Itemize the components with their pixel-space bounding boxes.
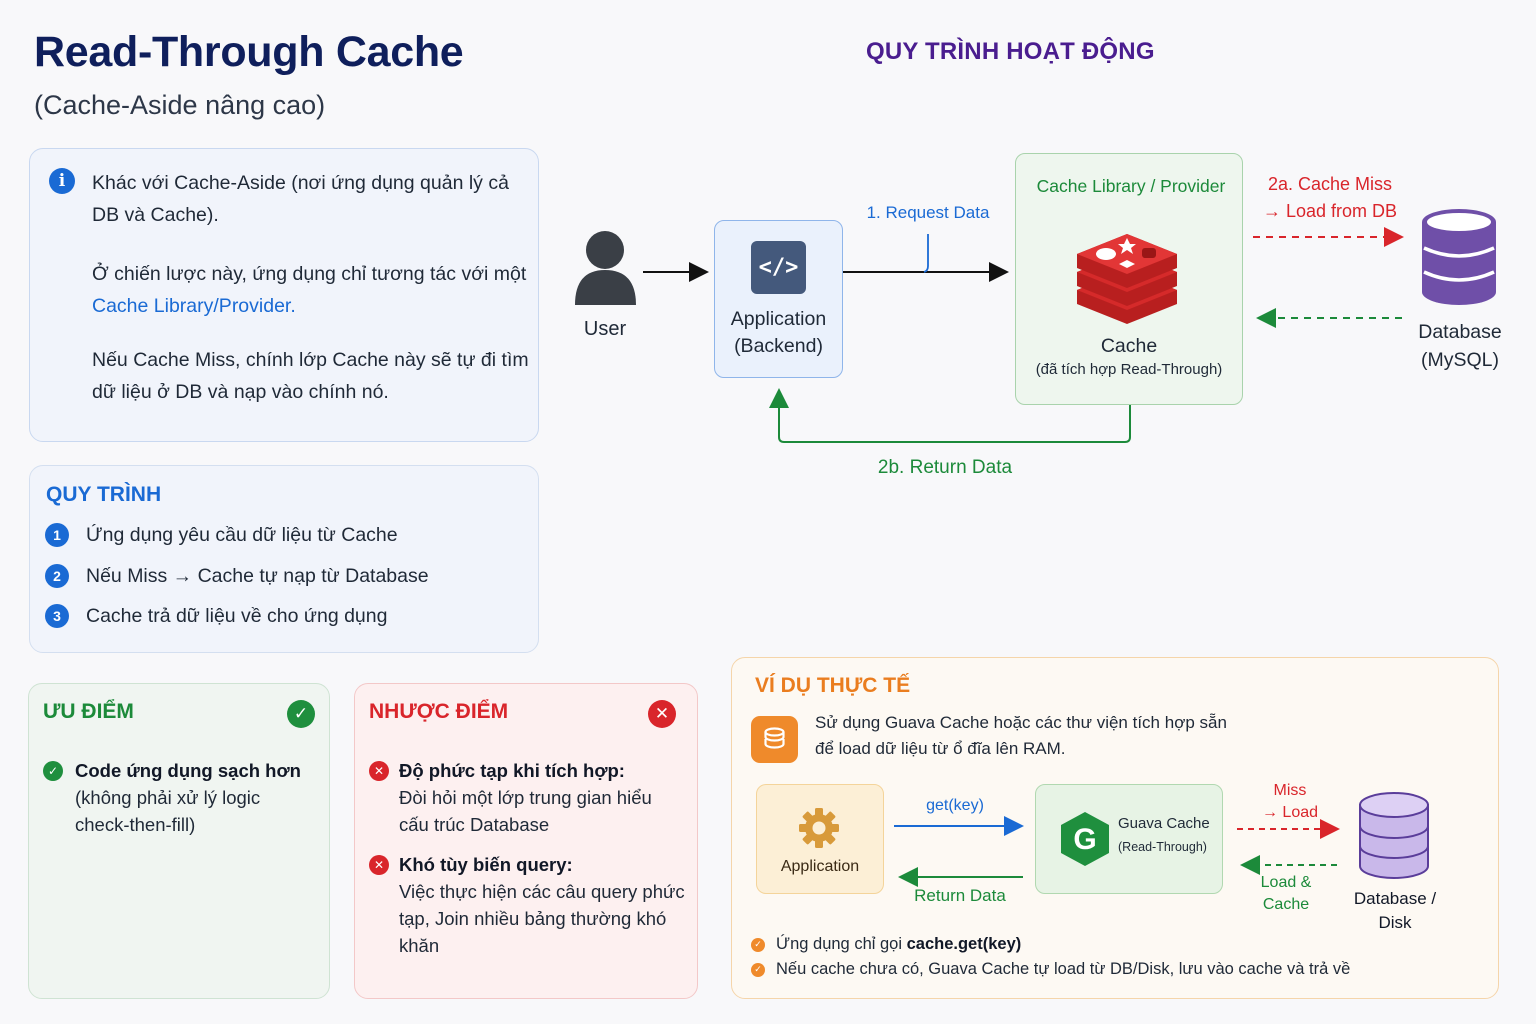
cache-sublabel: (đã tích hợp Read-Through)	[1035, 361, 1223, 378]
guava-cache-sublabel: (Read-Through)	[1118, 840, 1207, 854]
x-icon: ✕	[369, 761, 389, 781]
cache-label: Cache	[1100, 335, 1158, 357]
x-icon: ✕	[369, 855, 389, 875]
pros-item-text: (không phải xử lý logic check-then-fill)	[75, 787, 261, 835]
info-icon: i	[49, 168, 75, 194]
cons-card	[354, 683, 698, 999]
cache-miss-label: 2a. Cache Miss → Load from DB	[1255, 171, 1405, 225]
cons-item: Khó tùy biến query: Việc thực hiện các c…	[399, 851, 691, 959]
cache-miss-label-line-1: 2a. Cache Miss	[1267, 174, 1393, 194]
example-load-cache-label: Load & Cache	[1241, 872, 1331, 916]
guava-logo-icon: G	[1059, 810, 1111, 873]
return-data-label: 2b. Return Data	[877, 457, 1013, 478]
orange-check-icon: ✓	[751, 937, 765, 952]
guava-cache-title: Guava Cache	[1118, 815, 1210, 832]
step-item: 1 Ứng dụng yêu cầu dữ liệu từ Cache	[45, 523, 398, 547]
pros-item: Code ứng dụng sạch hơn (không phải xử lý…	[75, 757, 315, 838]
step-text: Ứng dụng yêu cầu dữ liệu từ Cache	[86, 523, 398, 546]
info-card	[29, 148, 539, 442]
steps-title: QUY TRÌNH	[46, 483, 162, 506]
example-load-label-line-1: Load &	[1260, 874, 1312, 891]
check-icon: ✓	[43, 761, 63, 781]
cache-library-link[interactable]: Cache Library/Provider.	[92, 295, 296, 317]
info-paragraph-2: Ở chiến lược này, ứng dụng chỉ tương tác…	[92, 258, 532, 322]
example-return-data-label: Return Data	[914, 886, 1006, 905]
request-label-leader	[923, 234, 929, 273]
flow-section-title: QUY TRÌNH HOẠT ĐỘNG	[866, 38, 1155, 65]
bullet-text-prefix: Ứng dụng chỉ gọi	[776, 935, 907, 953]
example-description-line-1: Sử dụng Guava Cache hoặc các thư viện tí…	[815, 713, 1227, 732]
example-description-line-2: để load dữ liệu từ ổ đĩa lên RAM.	[815, 739, 1066, 758]
get-key-label: get(key)	[926, 797, 984, 814]
example-miss-label: Miss → Load	[1245, 780, 1335, 824]
example-miss-label-line-1: Miss	[1273, 782, 1307, 799]
cons-item: Độ phức tạp khi tích hợp: Đòi hỏi một lớ…	[399, 757, 684, 838]
page-title: Read-Through Cache	[34, 28, 464, 76]
user-icon	[575, 231, 636, 305]
cons-item-title: Khó tùy biến query:	[399, 854, 573, 875]
application-label: Application (Backend)	[714, 306, 843, 360]
pros-card	[28, 683, 330, 999]
info-paragraph-1: Khác với Cache-Aside (nơi ứng dụng quản …	[92, 172, 509, 226]
step-number-badge: 1	[45, 523, 69, 547]
cons-item-title: Độ phức tạp khi tích hợp:	[399, 760, 625, 781]
example-database-label-line-2: Disk	[1378, 913, 1412, 932]
info-paragraph-3: Nếu Cache Miss, chính lớp Cache này sẽ t…	[92, 349, 529, 403]
database-label-line-2: (MySQL)	[1421, 349, 1499, 371]
step-text: Nếu Miss → Cache tự nạp từ Database	[86, 564, 429, 587]
guava-logo-letter: G	[1073, 823, 1096, 856]
example-bullet: ✓ Ứng dụng chỉ gọi cache.get(key)	[751, 935, 1021, 954]
step-text: Cache trả dữ liệu về cho ứng dụng	[86, 604, 388, 627]
application-label-line-2: (Backend)	[734, 335, 823, 357]
cache-provider-title: Cache Library / Provider	[1036, 176, 1226, 196]
database-icon	[1422, 209, 1496, 305]
info-paragraph-2-text: Ở chiến lược này, ứng dụng chỉ tương tác…	[92, 263, 527, 285]
example-bullet: ✓ Nếu cache chưa có, Guava Cache tự load…	[751, 960, 1350, 979]
application-label-line-1: Application	[730, 308, 827, 330]
gear-icon	[797, 806, 841, 855]
cons-item-text: Việc thực hiện các câu query phức tạp, J…	[399, 881, 685, 956]
example-database-label-line-1: Database /	[1353, 889, 1437, 908]
pros-item-title: Code ứng dụng sạch hơn	[75, 760, 301, 781]
step-number-badge: 3	[45, 604, 69, 628]
bullet-text-code: cache.get(key)	[906, 935, 1022, 953]
x-circle-icon: ✕	[648, 700, 676, 728]
check-circle-icon: ✓	[287, 700, 315, 728]
user-label: User	[583, 318, 627, 340]
example-title: VÍ DỤ THỰC TẾ	[755, 674, 911, 697]
database-label-line-1: Database	[1418, 321, 1502, 343]
example-load-label-line-2: Cache	[1262, 896, 1310, 913]
pros-title: ƯU ĐIỂM	[43, 700, 134, 723]
step-item: 3 Cache trả dữ liệu về cho ứng dụng	[45, 604, 387, 628]
example-miss-label-line-2: → Load	[1261, 804, 1319, 821]
step-number-badge: 2	[45, 564, 69, 588]
cons-title: NHƯỢC ĐIỂM	[369, 700, 509, 723]
step-item: 2 Nếu Miss → Cache tự nạp từ Database	[45, 564, 429, 588]
steps-card	[29, 465, 539, 653]
cache-miss-label-line-2: → Load from DB	[1262, 201, 1398, 221]
request-data-label: 1. Request Data	[866, 203, 990, 222]
example-application-label: Application	[780, 858, 860, 875]
database-label: Database (MySQL)	[1410, 318, 1510, 374]
example-bullet-text: Ứng dụng chỉ gọi cache.get(key)	[776, 935, 1021, 954]
page-subtitle: (Cache-Aside nâng cao)	[34, 90, 326, 120]
cons-item-text: Đòi hỏi một lớp trung gian hiểu cấu trúc…	[399, 787, 652, 835]
example-description: Sử dụng Guava Cache hoặc các thư viện tí…	[815, 710, 1295, 762]
orange-check-icon: ✓	[751, 962, 765, 977]
code-icon: </>	[751, 241, 806, 294]
database-stack-icon	[751, 716, 798, 763]
example-database-label: Database / Disk	[1345, 887, 1445, 935]
example-bullet-text: Nếu cache chưa có, Guava Cache tự load t…	[776, 960, 1351, 978]
